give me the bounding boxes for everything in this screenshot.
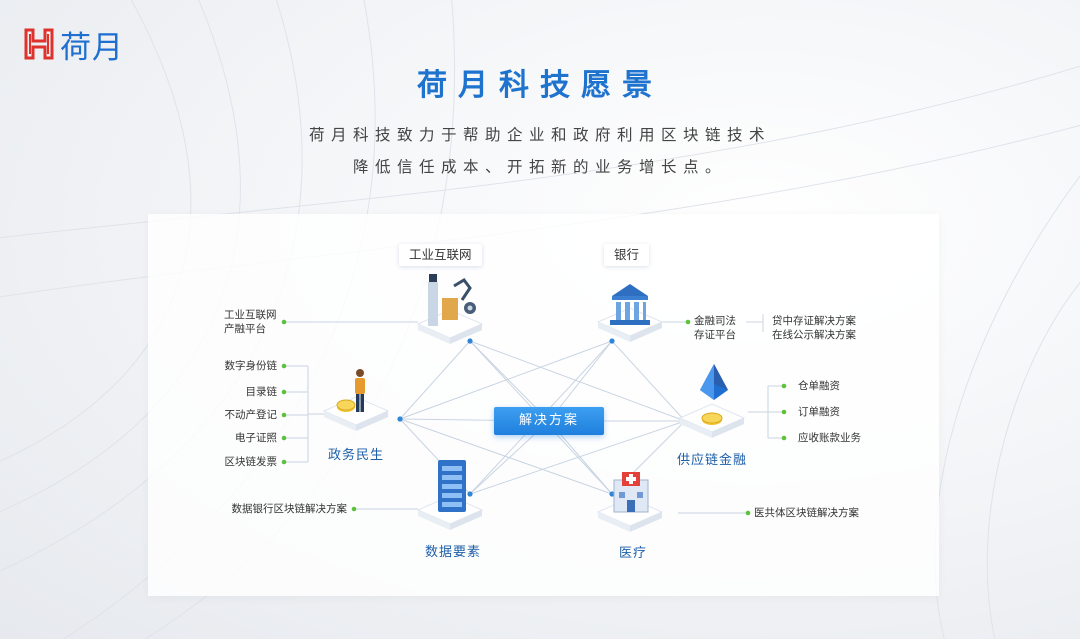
hospital-icon <box>613 472 649 513</box>
industrial-item: 产融平台 <box>224 323 266 335</box>
tag-bank: 银行 <box>604 244 650 266</box>
bank-mid-item: 存证平台 <box>694 329 736 341</box>
government-item: 电子证照 <box>235 432 277 444</box>
label-government: 政务民生 <box>328 448 385 463</box>
diagram-panel <box>148 214 939 596</box>
factory-robot-icon <box>428 274 476 326</box>
crystal-coin-icon <box>700 364 728 425</box>
medical-item: 医共体区块链解决方案 <box>754 507 859 519</box>
company-logo[interactable]: 荷月 <box>22 22 140 66</box>
label-supply-chain-finance: 供应链金融 <box>677 453 748 468</box>
data-item: 数据银行区块链解决方案 <box>231 503 348 515</box>
solution-center-button[interactable]: 解决方案 <box>494 407 604 435</box>
bank-right-item: 贷中存证解决方案 <box>772 315 856 327</box>
government-item: 不动产登记 <box>224 409 278 421</box>
industrial-item: 工业互联网 <box>224 309 277 321</box>
supply-item: 应收账款业务 <box>798 432 861 444</box>
government-item: 目录链 <box>245 386 278 398</box>
person-coin-icon <box>336 369 365 412</box>
server-rack-icon <box>438 460 466 512</box>
label-data-elements: 数据要素 <box>425 545 482 560</box>
solution-diagram: 工业互联网 银行 解决方案 政务民生 供应链金融 数据要素 医疗 工业互联网 产… <box>148 214 939 596</box>
bank-building-icon <box>610 284 650 325</box>
tag-industrial-internet: 工业互联网 <box>399 244 482 266</box>
logo-h-icon <box>24 28 54 60</box>
government-item: 数字身份链 <box>224 360 278 372</box>
subtitle-line-2: 降低信任成本、开拓新的业务增长点。 <box>352 158 727 176</box>
government-item: 区块链发票 <box>224 456 278 468</box>
label-medical: 医疗 <box>619 546 648 561</box>
bank-mid-item: 金融司法 <box>694 315 736 327</box>
logo-text: 荷月 <box>60 29 124 66</box>
supply-item: 仓单融资 <box>798 380 840 392</box>
page-title: 荷月科技愿景 <box>417 68 663 103</box>
bank-right-item: 在线公示解决方案 <box>772 329 856 341</box>
diagram-lines <box>281 274 787 532</box>
subtitle-line-1: 荷月科技致力于帮助企业和政府利用区块链技术 <box>308 126 771 144</box>
supply-item: 订单融资 <box>798 406 840 418</box>
